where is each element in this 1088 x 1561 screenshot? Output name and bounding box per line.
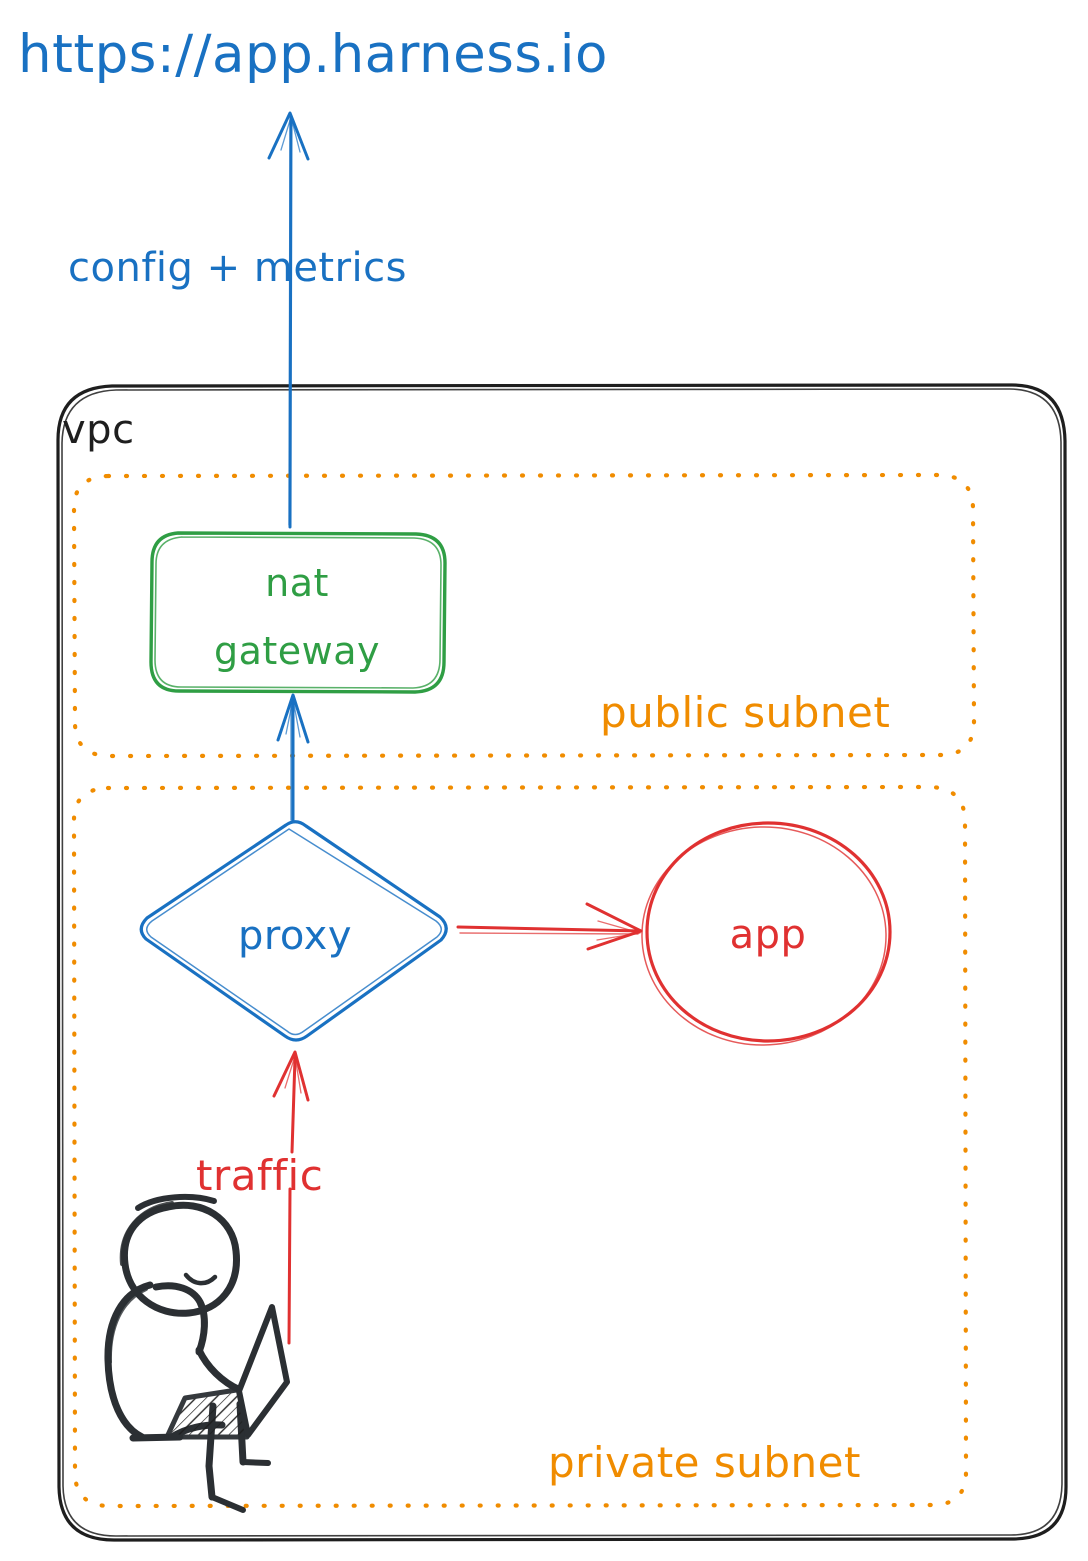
public-subnet-border xyxy=(71,472,977,759)
app-shape[interactable] xyxy=(641,821,892,1046)
proxy-to-nat-arrow xyxy=(276,693,310,824)
vpc-label: vpc xyxy=(62,407,135,453)
nat-gateway-label-line1: nat xyxy=(265,561,329,605)
proxy-to-app-arrow xyxy=(456,902,643,951)
public-subnet-label: public subnet xyxy=(600,688,890,737)
proxy-shape[interactable] xyxy=(139,820,448,1042)
config-metrics-label: config + metrics xyxy=(68,245,407,291)
nat-gateway-shape[interactable] xyxy=(149,531,447,694)
endpoint-url: https://app.harness.io xyxy=(18,24,608,85)
proxy-label: proxy xyxy=(238,913,352,959)
user-person-icon xyxy=(104,1194,271,1513)
config-metrics-arrow xyxy=(267,111,310,529)
nat-gateway-label-line2: gateway xyxy=(214,629,380,673)
traffic-label: traffic xyxy=(196,1151,323,1200)
traffic-arrow xyxy=(272,1050,310,1345)
app-label: app xyxy=(730,912,807,958)
laptop-icon xyxy=(164,1304,290,1440)
private-subnet-label: private subnet xyxy=(548,1438,861,1487)
vpc-border xyxy=(56,383,1068,1542)
